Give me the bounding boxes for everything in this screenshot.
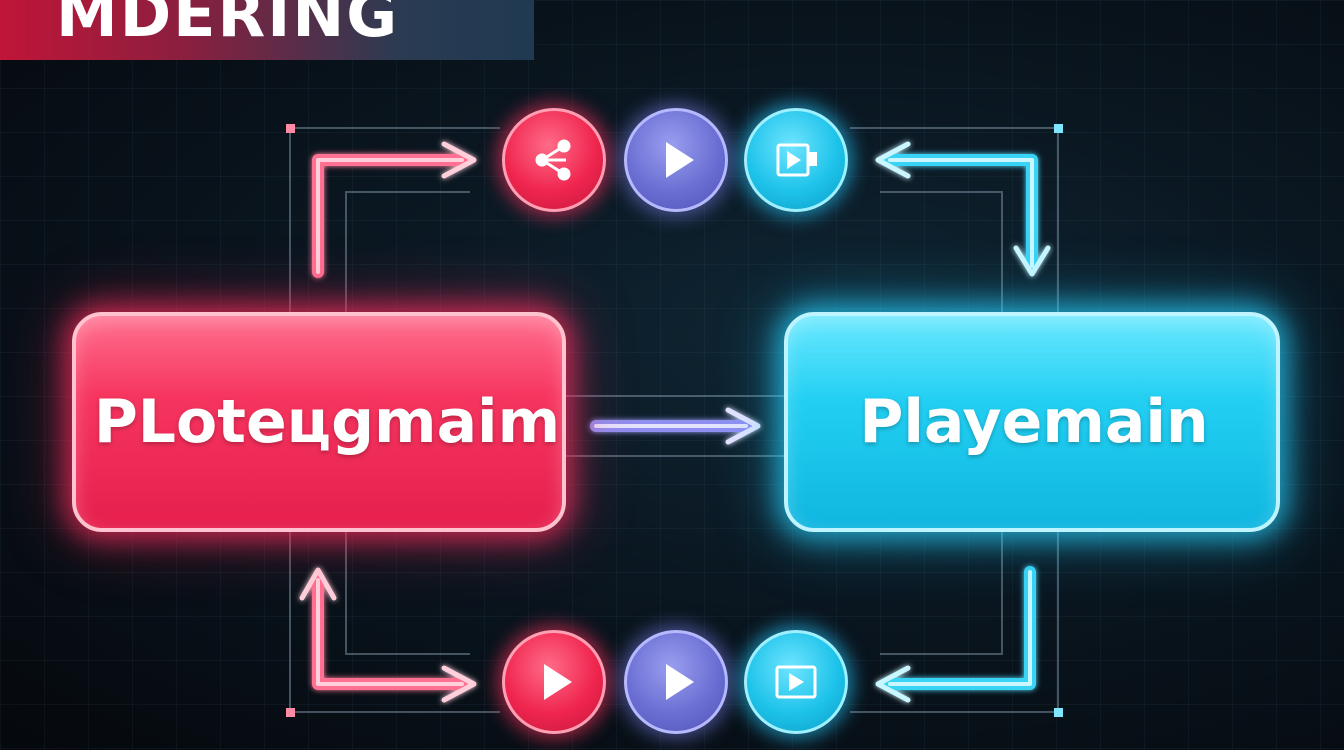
flow-arrows (299, 141, 1051, 703)
arrow-bottom-left (299, 567, 477, 703)
corner-marker-top-right (1054, 124, 1063, 133)
frame-line-inner-right-top (880, 191, 1003, 312)
share-icon[interactable] (502, 108, 606, 212)
banner-title: MDERING (56, 0, 400, 51)
right-process-node[interactable]: Playemain (784, 312, 1280, 532)
play-icon[interactable] (624, 630, 728, 734)
frame-line-inner-left-bottom (345, 532, 470, 655)
right-node-label: Playemain (859, 387, 1209, 457)
arrow-top-right (875, 141, 1051, 277)
frame-line-inner-left-top (345, 191, 470, 312)
play-icon[interactable] (624, 108, 728, 212)
left-node-label: PLoteцgmaim (93, 387, 561, 457)
video-file-icon[interactable] (744, 108, 848, 212)
video-player-icon[interactable] (744, 630, 848, 734)
play-icon[interactable] (502, 630, 606, 734)
corner-marker-bottom-right (1054, 708, 1063, 717)
corner-markers (286, 124, 1063, 717)
left-process-node[interactable]: PLoteцgmaim (72, 312, 566, 532)
arrow-center (590, 407, 761, 445)
title-banner: MDERING (0, 0, 534, 60)
corner-marker-bottom-left (286, 708, 295, 717)
arrow-bottom-right (875, 566, 1036, 703)
arrow-top-left (312, 141, 477, 278)
frame-line-inner-right-bottom (880, 532, 1003, 655)
corner-marker-top-left (286, 124, 295, 133)
